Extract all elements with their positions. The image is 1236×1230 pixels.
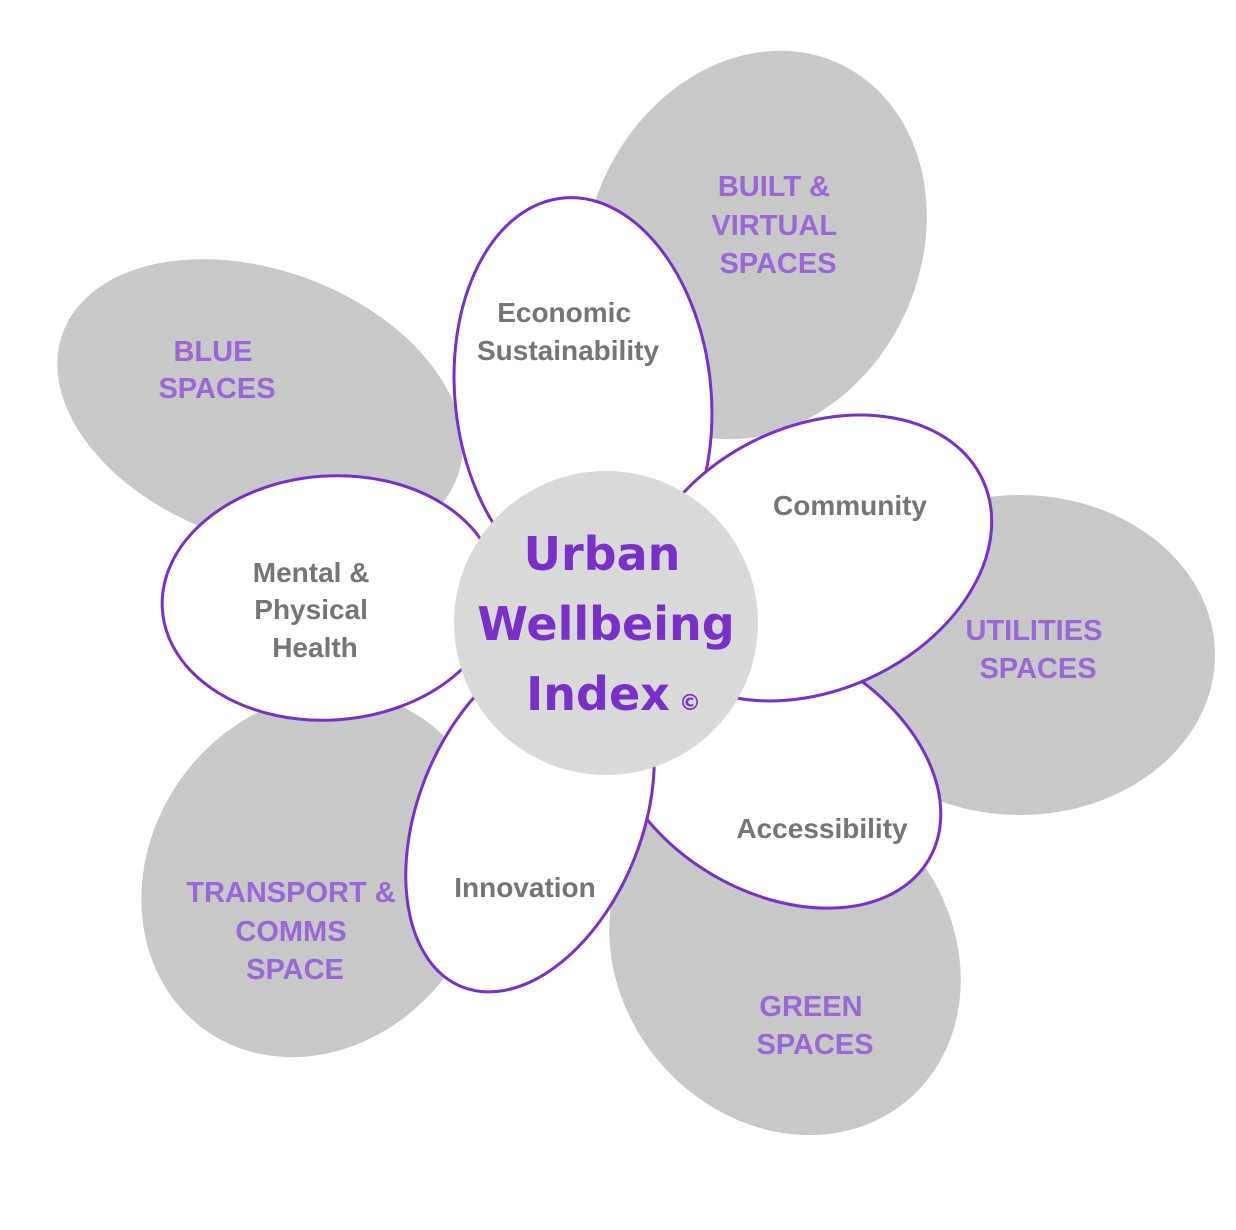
inner-label-community: Community (773, 490, 927, 521)
outer-label-built-virtual: BUILT & VIRTUAL SPACES (711, 171, 844, 280)
outer-label-utilities: UTILITIES SPACES (965, 615, 1110, 685)
outer-label-green: GREEN SPACES (756, 991, 873, 1061)
center-circle (454, 471, 758, 775)
outer-label-transport: TRANSPORT & COMMS SPACE (186, 877, 404, 986)
copyright-symbol: © (679, 691, 701, 716)
center-title: Urban Wellbeing Index (477, 527, 750, 721)
inner-label-accessibility: Accessibility (736, 813, 908, 844)
inner-labels: Economic Sustainability Community Mental… (253, 297, 928, 903)
inner-label-innovation: Innovation (454, 872, 596, 903)
outer-labels: BUILT & VIRTUAL SPACES BLUE SPACES UTILI… (158, 171, 1110, 1061)
outer-label-blue: BLUE SPACES (158, 336, 275, 405)
outer-petal-transport (141, 692, 489, 1058)
inner-label-economic: Economic Sustainability (477, 297, 659, 366)
inner-label-mental-physical: Mental & Physical Health (253, 557, 377, 663)
